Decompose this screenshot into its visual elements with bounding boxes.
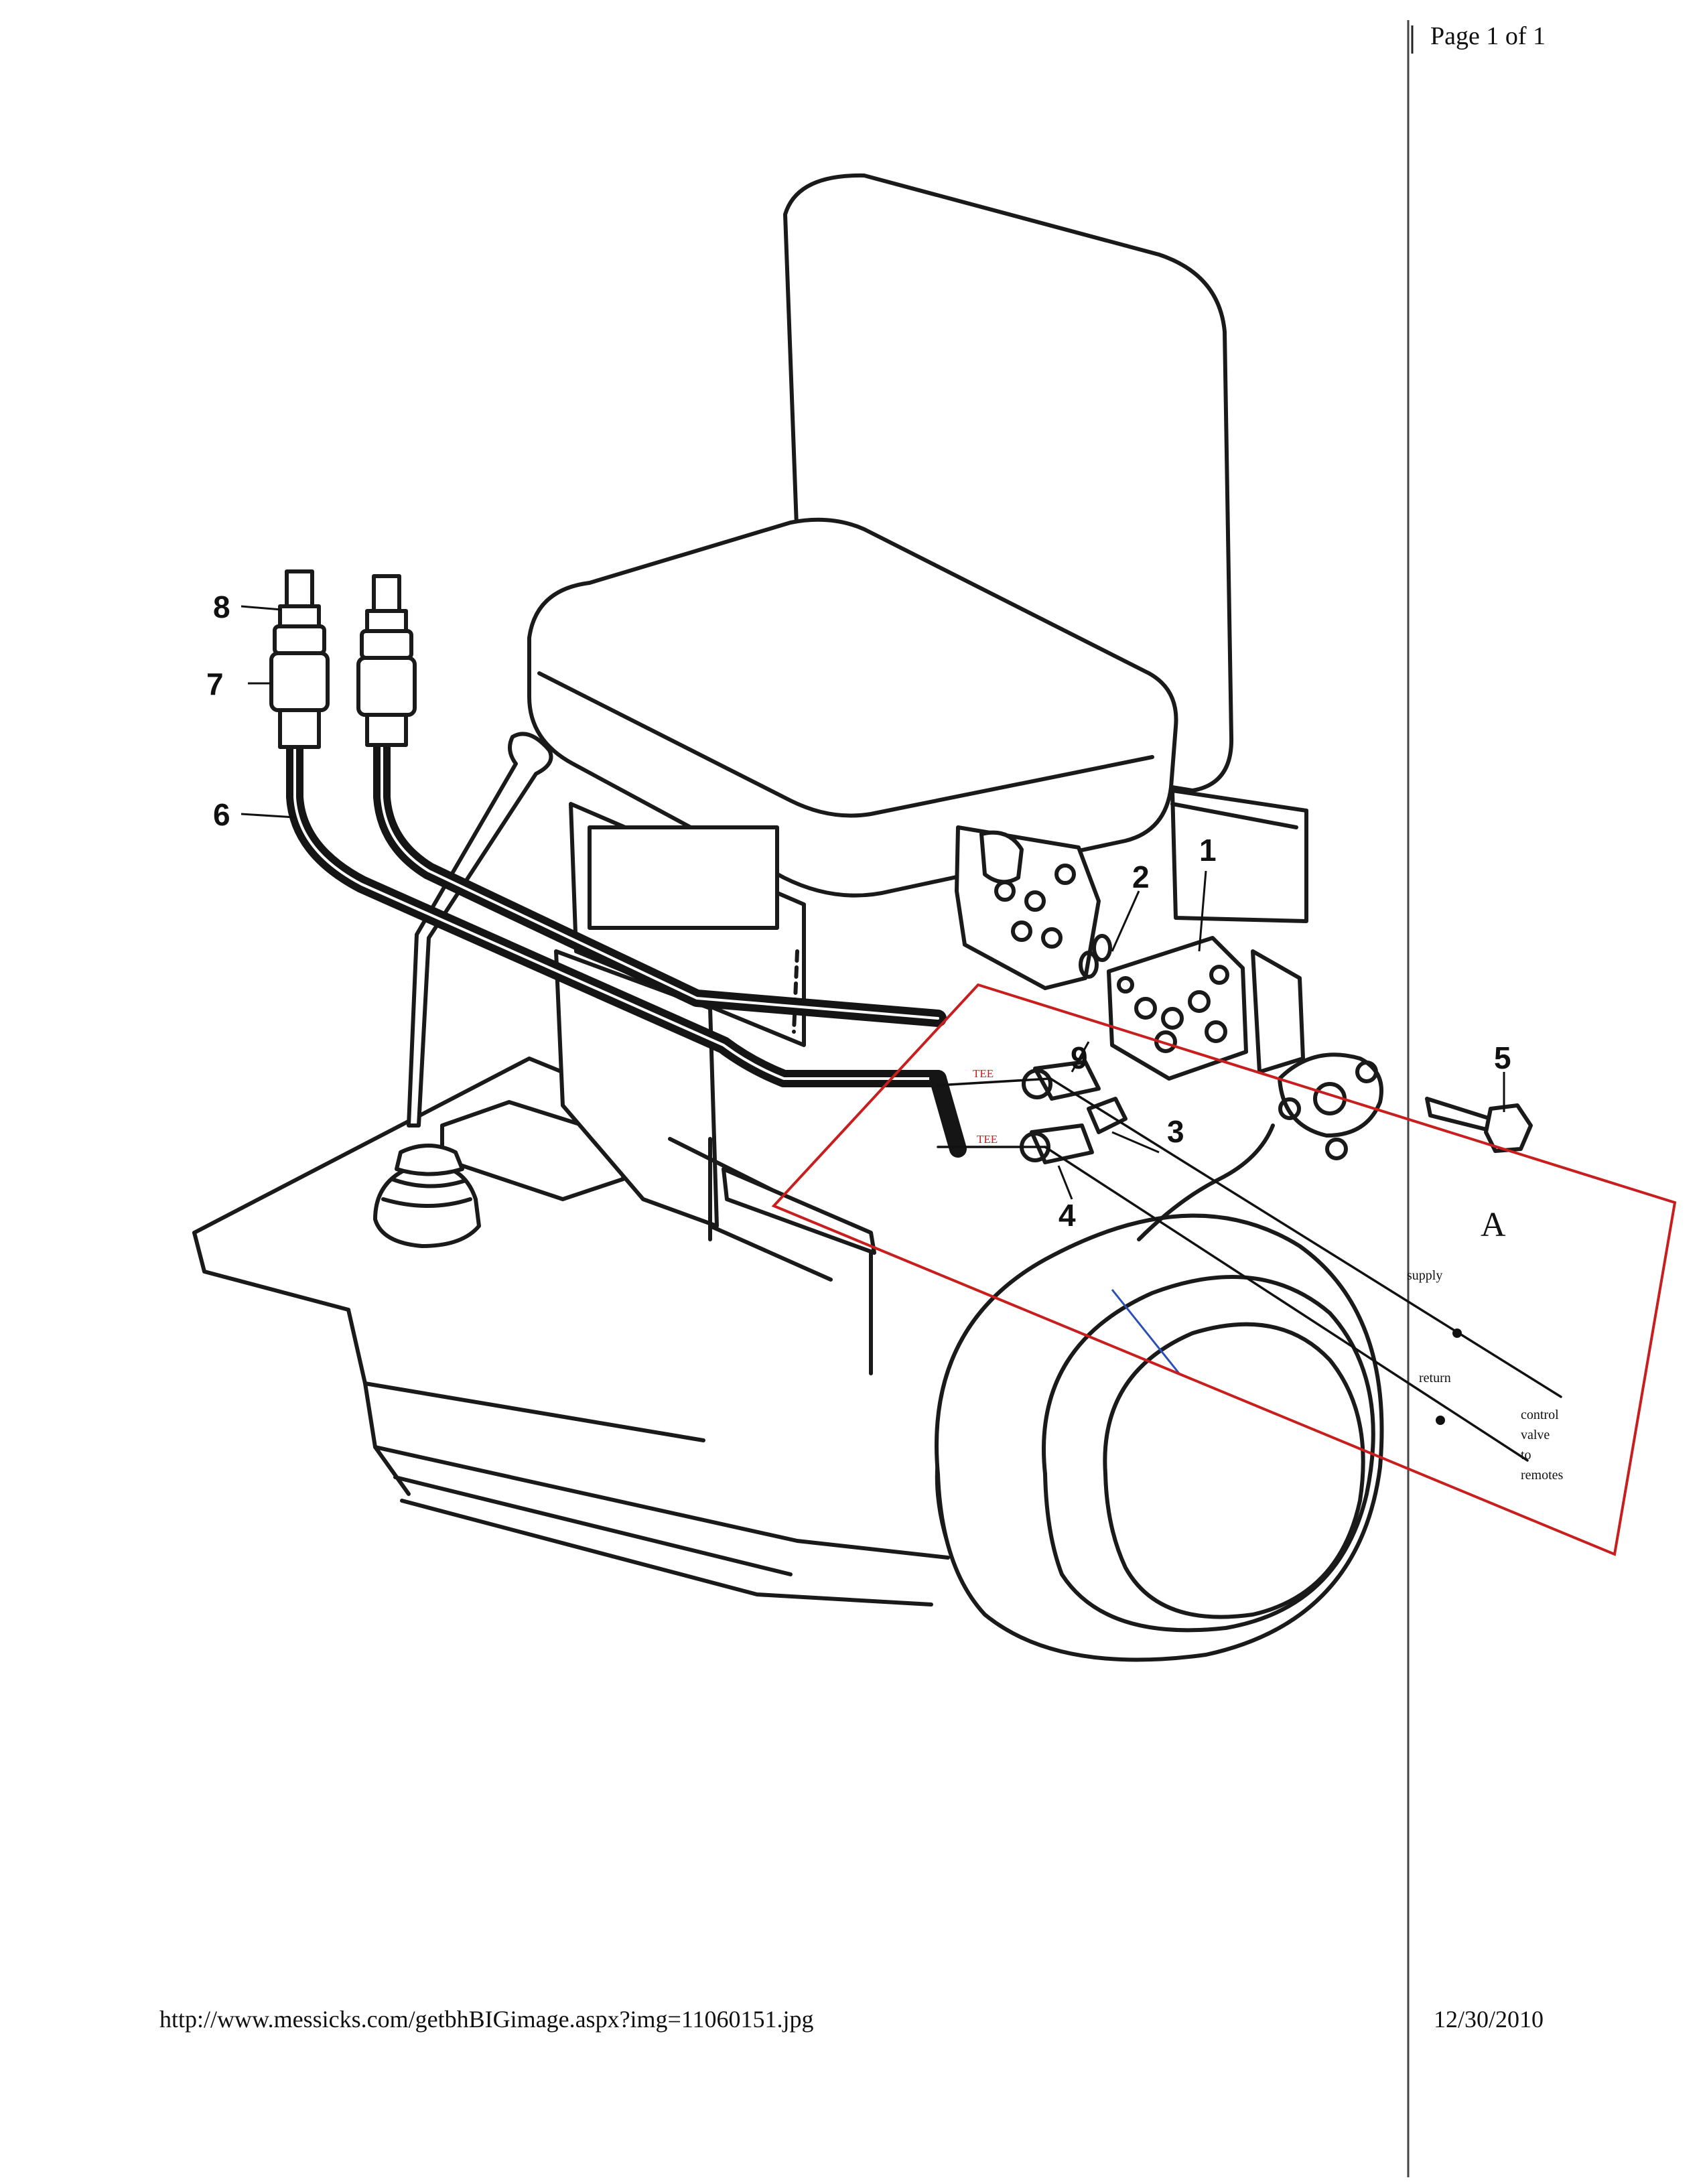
platform-floor (192, 949, 950, 1607)
control-valve-line-3: to (1521, 1448, 1531, 1462)
hydraulic-hoses (286, 708, 967, 1158)
quick-couplers (269, 569, 417, 749)
control-lever (373, 732, 553, 1248)
leader-4 (1057, 1165, 1073, 1200)
bolt (1425, 1097, 1533, 1153)
source-url: http://www.messicks.com/getbhBIGimage.as… (159, 2006, 814, 2033)
leader-6 (241, 813, 295, 819)
control-valve-line-2: valve (1521, 1428, 1550, 1442)
section-letter-a: A (1481, 1206, 1506, 1244)
supply-line (1049, 1077, 1562, 1398)
leader-2 (1111, 890, 1140, 952)
callout-4: 4 (1059, 1198, 1076, 1233)
callout-6: 6 (213, 797, 230, 832)
operator-seat (527, 173, 1308, 1047)
callout-1: 1 (1199, 833, 1217, 868)
leader-1 (1198, 870, 1207, 952)
callout-9: 9 (1071, 1040, 1088, 1075)
tee-label-upper: TEE (973, 1067, 994, 1080)
blue-reference-line (1111, 1289, 1180, 1374)
leader-3 (1111, 1131, 1160, 1154)
annotation-box (771, 983, 1677, 1556)
return-label: return (1419, 1371, 1451, 1385)
return-node (1436, 1416, 1445, 1425)
print-date: 12/30/2010 (1434, 2006, 1544, 2033)
callout-7: 7 (206, 667, 224, 701)
callout-5: 5 (1494, 1040, 1511, 1075)
control-valve-block (955, 825, 1383, 1164)
callout-2: 2 (1132, 860, 1150, 894)
supply-label: supply (1407, 1268, 1442, 1283)
control-valve-line-4: remotes (1521, 1468, 1564, 1483)
rear-axle-housing (935, 1123, 1384, 1662)
return-line (1044, 1146, 1529, 1462)
leader-8 (241, 605, 282, 611)
callout-8: 8 (213, 590, 230, 624)
page-label: Page 1 of 1 (1430, 22, 1546, 50)
callout-3: 3 (1167, 1114, 1184, 1149)
tee-label-lower: TEE (977, 1133, 998, 1146)
leader-9 (1071, 1041, 1090, 1073)
supply-line-start (937, 1077, 1052, 1087)
control-valve-line-1: control (1521, 1408, 1559, 1422)
supply-node (1452, 1328, 1462, 1338)
